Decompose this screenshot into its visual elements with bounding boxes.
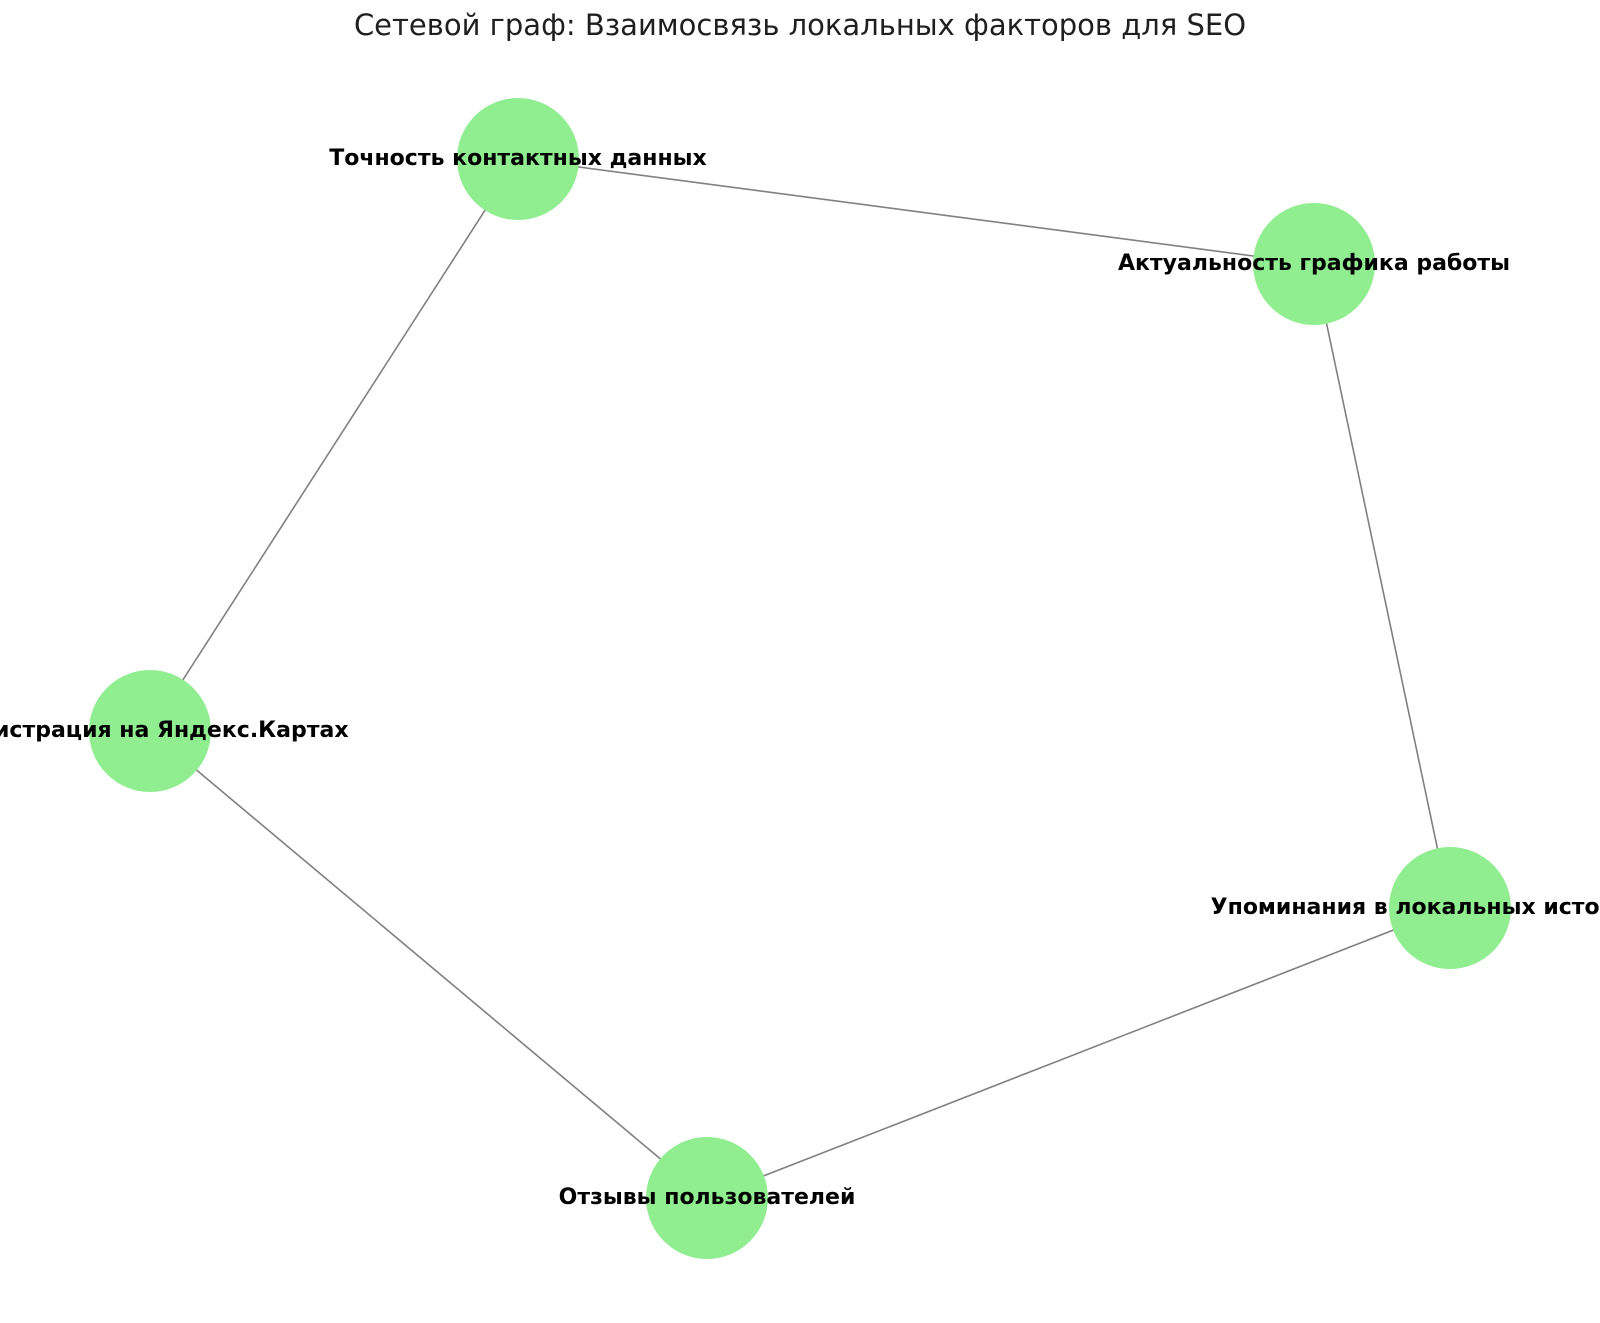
graph-edge-local-mentions--user-reviews [706,907,1451,1199]
graph-edge-yandex-maps-listing--contact-accuracy [149,158,519,732]
graph-node-schedule-freshness [1253,203,1375,325]
chart-title: Сетевой граф: Взаимосвязь локальных факт… [353,8,1247,42]
graph-node-local-mentions [1389,847,1511,969]
graph-edge-contact-accuracy--schedule-freshness [517,158,1315,265]
graph-edge-schedule-freshness--local-mentions [1313,263,1451,909]
graph-node-contact-accuracy [457,98,579,220]
graph-edge-user-reviews--yandex-maps-listing [149,730,708,1199]
graph-node-user-reviews [646,1137,768,1259]
graph-node-yandex-maps-listing [89,670,211,792]
